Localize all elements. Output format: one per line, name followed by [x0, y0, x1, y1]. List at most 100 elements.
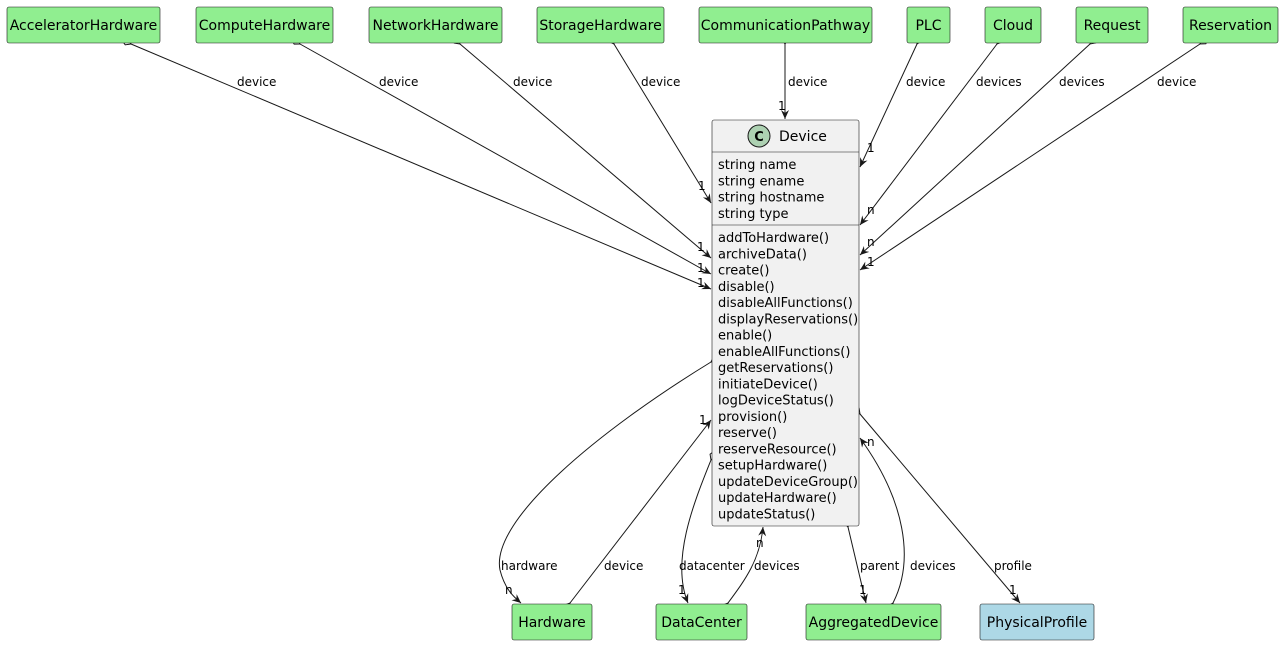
class-method: displayReservations() [718, 312, 858, 327]
edge-cloud-device [859, 35, 1004, 226]
edge-reservation-device [859, 37, 1210, 271]
edge-label-accelerator: device [237, 75, 276, 89]
edge-device-hardware-composition [498, 356, 721, 604]
class-name-plc: PLC [915, 18, 941, 34]
edge-mult-datacenter: 1 [678, 583, 686, 597]
edge-mult-network: 1 [697, 240, 705, 254]
class-method: setupHardware() [718, 459, 827, 474]
edge-mult-hardware-device: 1 [699, 413, 707, 427]
class-attribute: string hostname [718, 191, 824, 206]
edge-mult-datacenter-devices: n [756, 536, 764, 550]
class-name-datacenter: DataCenter [661, 615, 742, 631]
edge-network-device [451, 36, 712, 259]
class-box-datacenter[interactable]: DataCenter [655, 603, 748, 641]
class-box-acceleratorhardware[interactable]: AcceleratorHardware [6, 6, 161, 44]
class-box-plc[interactable]: PLC [906, 6, 951, 44]
edge-mult-profile: 1 [1009, 583, 1017, 597]
class-name-networkhardware: NetworkHardware [372, 18, 498, 34]
class-method: updateDeviceGroup() [718, 475, 858, 490]
edge-datacenter-devices [721, 526, 767, 612]
class-attribute: string name [718, 158, 796, 173]
class-name-aggregateddevice: AggregatedDevice [809, 615, 939, 631]
edges: device 1 device 1 device 1 device 1 devi… [120, 33, 1210, 613]
edge-mult-accelerator: 1 [697, 276, 705, 290]
class-name-acceleratorhardware: AcceleratorHardware [10, 18, 158, 34]
class-methods: addToHardware()archiveData()create()disa… [718, 231, 858, 522]
class-box-cloud[interactable]: Cloud [984, 6, 1042, 44]
edge-label-storage: device [641, 75, 680, 89]
edge-label-hardware-device: device [604, 559, 643, 573]
class-method: addToHardware() [718, 231, 829, 246]
edge-mult-reservation: 1 [867, 255, 875, 269]
class-name-request: Request [1084, 18, 1141, 34]
class-attribute: string type [718, 207, 789, 222]
edge-label-plc: device [906, 75, 945, 89]
class-method: provision() [718, 410, 787, 425]
class-name-device: Device [779, 129, 827, 145]
edge-accelerator-device [120, 38, 712, 290]
class-box-communicationpathway[interactable]: CommunicationPathway [698, 6, 873, 44]
edge-label-aggregated-devices: devices [910, 559, 956, 573]
edge-device-profile [852, 405, 1021, 604]
class-name-cloud: Cloud [993, 18, 1033, 34]
class-method: enable() [718, 329, 772, 344]
class-name-computehardware: ComputeHardware [199, 18, 330, 34]
edge-label-compute: device [379, 75, 418, 89]
class-method: updateStatus() [718, 507, 815, 522]
class-box-storagehardware[interactable]: StorageHardware [536, 6, 665, 44]
edge-label-profile: profile [994, 559, 1032, 573]
top-classes: AcceleratorHardware ComputeHardware Netw… [6, 6, 1279, 44]
class-box-aggregateddevice[interactable]: AggregatedDevice [805, 603, 942, 641]
class-name-reservation: Reservation [1189, 18, 1272, 34]
class-method: create() [718, 264, 769, 279]
class-box-request[interactable]: Request [1075, 6, 1149, 44]
class-method: archiveData() [718, 247, 807, 262]
edge-label-network: device [513, 75, 552, 89]
edge-label-datacenter: datacenter [679, 559, 745, 573]
class-attribute: string ename [718, 174, 804, 189]
class-method: reserve() [718, 426, 777, 441]
edge-mult-plc: 1 [867, 141, 875, 155]
class-name-physicalprofile: PhysicalProfile [987, 615, 1087, 631]
edge-mult-storage: 1 [698, 179, 706, 193]
class-box-physicalprofile[interactable]: PhysicalProfile [979, 603, 1095, 641]
edge-mult-request: n [867, 235, 875, 249]
class-method: reserveResource() [718, 442, 837, 457]
class-box-reservation[interactable]: Reservation [1182, 6, 1279, 44]
class-method: enableAllFunctions() [718, 345, 850, 360]
class-method: disableAllFunctions() [718, 296, 853, 311]
edge-label-cloud: devices [976, 75, 1022, 89]
class-method: getReservations() [718, 361, 833, 376]
edge-mult-aggregated-parent: 1 [859, 583, 867, 597]
bottom-classes: Hardware DataCenter AggregatedDevice Phy… [511, 603, 1095, 641]
edge-label-datacenter-devices: devices [754, 559, 800, 573]
class-box-hardware[interactable]: Hardware [511, 603, 593, 641]
edge-device-datacenter [680, 449, 717, 604]
class-method: disable() [718, 280, 775, 295]
edge-mult-cloud: n [867, 203, 875, 217]
class-method: initiateDevice() [718, 377, 818, 392]
class-box-computehardware[interactable]: ComputeHardware [195, 6, 334, 44]
edge-mult-aggregated-devices: n [867, 435, 875, 449]
class-method: updateHardware() [718, 491, 837, 506]
edge-request-device [859, 36, 1099, 256]
class-box-networkhardware[interactable]: NetworkHardware [368, 6, 503, 44]
edge-label-request: devices [1059, 75, 1105, 89]
class-stereotype-letter: C [754, 130, 764, 145]
class-name-communicationpathway: CommunicationPathway [701, 18, 870, 34]
edge-mult-compute: 1 [697, 261, 705, 275]
edge-mult-hardware-composition: n [505, 583, 513, 597]
class-name-storagehardware: StorageHardware [539, 18, 661, 34]
edge-aggregated-devices [859, 437, 905, 613]
edge-label-communication: device [788, 75, 827, 89]
edge-label-aggregated-parent: parent [860, 559, 900, 573]
edge-hardware-device [563, 419, 712, 612]
class-stereotype-icon [747, 124, 771, 148]
edge-storage-device [608, 34, 712, 204]
edge-label-hardware-composition: hardware [501, 559, 558, 573]
class-name-hardware: Hardware [518, 615, 586, 631]
class-method: logDeviceStatus() [718, 394, 834, 409]
